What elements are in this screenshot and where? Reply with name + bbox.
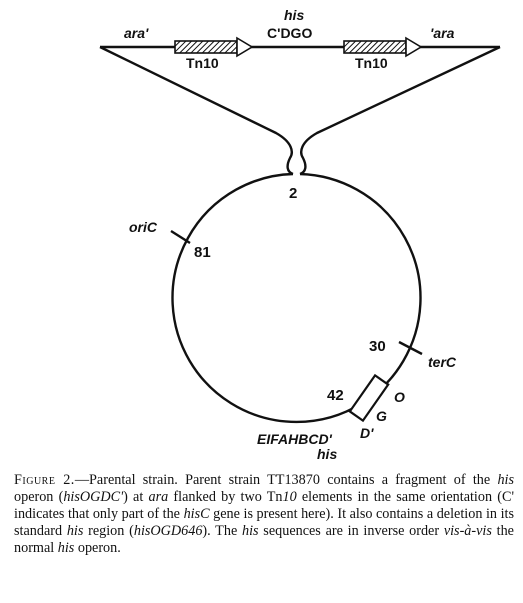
gene-o-label: O xyxy=(394,389,405,405)
chromosome-circle xyxy=(171,172,422,424)
tn10-left-element xyxy=(174,36,254,58)
oric-tick xyxy=(170,229,191,245)
terc-label: terC xyxy=(428,354,457,370)
terc-tick xyxy=(398,340,423,356)
his-chromosome-label: his xyxy=(317,446,337,462)
figure-number: Figure 2. xyxy=(14,472,75,488)
tn10-right-element xyxy=(343,36,423,58)
figure-caption: Figure 2.—Parental strain. Parent strain… xyxy=(14,472,515,556)
oric-label: oriC xyxy=(129,219,158,235)
plasmid-map-figure: ara' 'ara his C'DGO Tn10 Tn10 2 oriC 81 … xyxy=(99,7,501,462)
funnel-left xyxy=(99,45,294,176)
terc-position-label: 30 xyxy=(369,338,386,355)
ara-right-label: 'ara xyxy=(430,25,455,41)
his-insert-genes-label: C'DGO xyxy=(267,25,312,41)
oric-position-label: 81 xyxy=(194,244,211,261)
junction-position-label: 2 xyxy=(289,185,297,202)
funnel-right xyxy=(299,45,501,176)
tn10-right-label: Tn10 xyxy=(355,55,388,71)
gene-d-label: D' xyxy=(360,425,374,441)
his-locus-box xyxy=(348,373,390,423)
tn10-left-label: Tn10 xyxy=(186,55,219,71)
his-position-label: 42 xyxy=(327,387,344,404)
his-genes-label: EIFAHBCD' xyxy=(257,431,333,447)
gene-g-label: G xyxy=(376,408,387,424)
ara-left-label: ara' xyxy=(124,25,149,41)
his-insert-label: his xyxy=(284,7,304,23)
